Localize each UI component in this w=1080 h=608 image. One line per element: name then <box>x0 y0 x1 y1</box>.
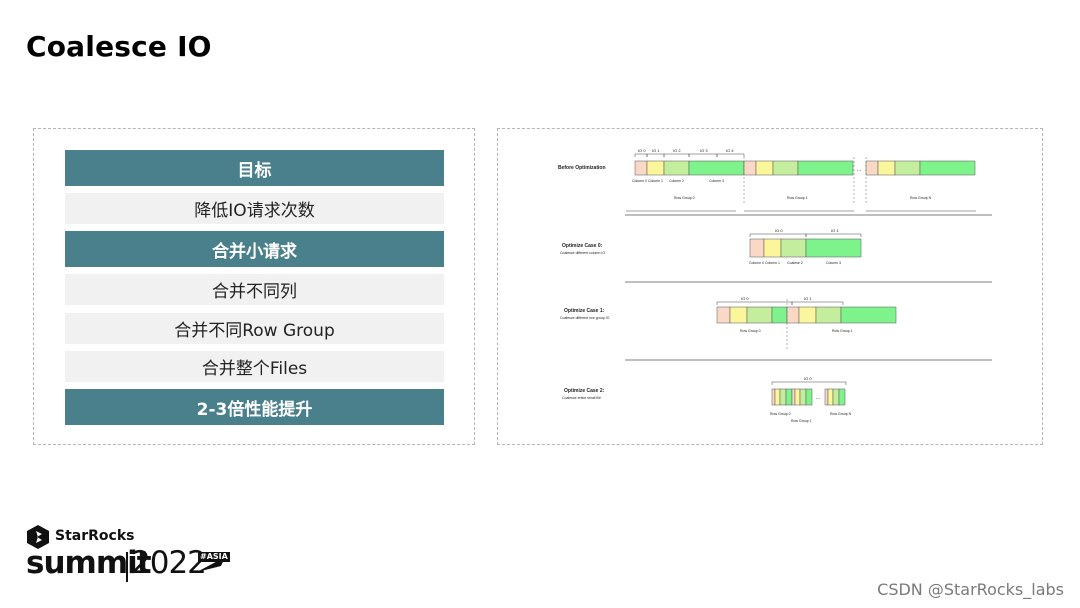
io-label: IO 4 <box>726 148 734 153</box>
column-label: Column 2 <box>669 179 684 183</box>
case0-row-group <box>749 238 862 258</box>
ellipsis: ... <box>816 395 820 401</box>
goal-heading: 目标 <box>65 150 444 186</box>
case2-row-groups <box>771 388 846 406</box>
goal-item: 降低IO请求次数 <box>65 193 444 224</box>
case0-label: Optimize Case 0: <box>562 243 603 249</box>
event-tag: #ASIA <box>198 552 230 562</box>
result-heading: 2-3倍性能提升 <box>65 389 444 425</box>
watermark: CSDN @StarRocks_labs <box>877 580 1064 599</box>
case1-sublabel: Coalesce different row group IO <box>560 316 610 320</box>
io-label: IO 1 <box>804 296 812 301</box>
row-group-label: Row Group 1 <box>832 329 853 333</box>
io-label: IO 0 <box>638 148 646 153</box>
row-group-label: Row Group N <box>830 412 852 416</box>
approach-item-columns: 合并不同列 <box>65 274 444 305</box>
event-name: summit <box>26 545 152 581</box>
column-label: Column 3 <box>709 179 724 183</box>
row-group-label: Row Group N <box>910 196 932 200</box>
column-label: Column 1 <box>648 179 663 183</box>
diagram-panel: Before Optimization IO 0 IO 1 IO 2 IO 3 … <box>497 128 1043 445</box>
column-label: Column 3 <box>826 261 841 265</box>
case0-sublabel: Coalesce different column IO <box>560 251 605 255</box>
approach-item-rowgroups: 合并不同Row Group <box>65 313 444 344</box>
ellipsis: ... <box>857 167 861 173</box>
io-label: IO 2 <box>673 148 681 153</box>
event-year: 2022 <box>131 545 207 581</box>
row-group-label: Row Group 1 <box>787 196 808 200</box>
column-label: Column 0 <box>749 261 764 265</box>
goals-panel: 目标 降低IO请求次数 合并小请求 合并不同列 合并不同Row Group 合并… <box>33 128 475 445</box>
case1-label: Optimize Case 1: <box>564 308 605 314</box>
row-group-label: Row Group 0 <box>770 412 791 416</box>
logo-divider <box>126 552 128 582</box>
approach-heading: 合并小请求 <box>65 231 444 267</box>
before-io-braces <box>634 153 745 157</box>
io-label: IO 1 <box>831 228 839 233</box>
brand-name: StarRocks <box>55 528 135 544</box>
io-label: IO 0 <box>775 228 783 233</box>
before-row-groups <box>634 160 976 176</box>
row-group-label: Row Group 1 <box>791 419 812 423</box>
before-optimization-label: Before Optimization <box>558 165 606 171</box>
io-label: IO 1 <box>652 148 660 153</box>
coalesce-io-diagram: Before Optimization IO 0 IO 1 IO 2 IO 3 … <box>558 148 992 423</box>
column-label: Column 0 <box>632 179 647 183</box>
row-group-label: Row Group 0 <box>740 329 761 333</box>
case1-row-groups <box>716 306 897 324</box>
approach-item-files: 合并整个Files <box>65 351 444 382</box>
column-label: Column 1 <box>765 261 780 265</box>
column-label: Coalese 2 <box>787 261 803 265</box>
io-label: IO 0 <box>804 376 812 381</box>
io-label: IO 0 <box>741 296 749 301</box>
io-label: IO 3 <box>700 148 708 153</box>
case2-sublabel: Coalesce entire small file <box>562 396 601 400</box>
row-group-label: Row Group 0 <box>674 196 695 200</box>
slide-title: Coalesce IO <box>26 30 212 63</box>
case2-label: Optimize Case 2: <box>564 388 605 394</box>
